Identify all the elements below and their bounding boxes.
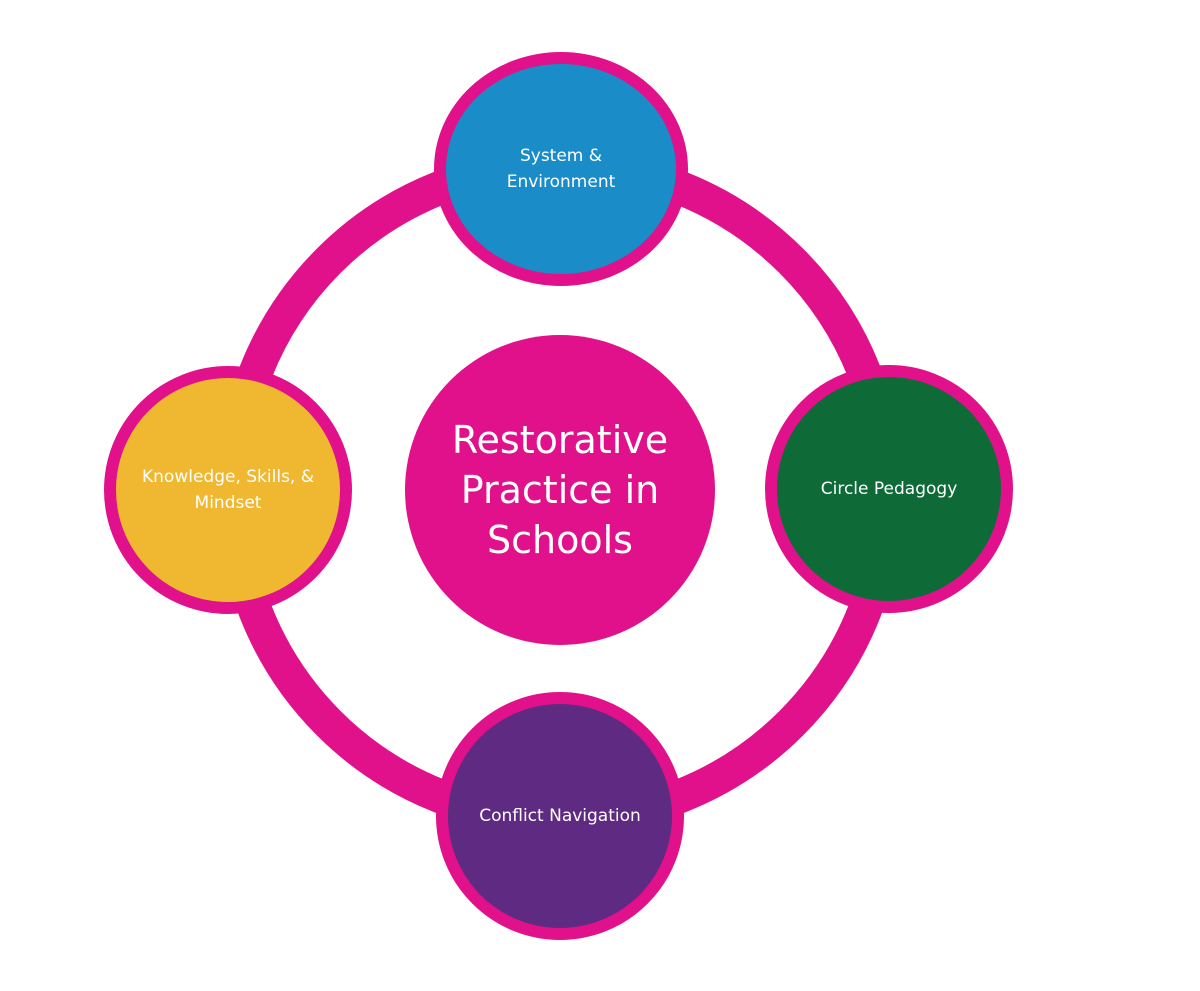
node-knowledge-skills-mindset-label: Knowledge, Skills, & Mindset [142, 466, 314, 513]
center-node: Restorative Practice in Schools [405, 335, 715, 645]
node-knowledge-skills-mindset: Knowledge, Skills, & Mindset [104, 366, 352, 614]
node-conflict-navigation-label: Conflict Navigation [479, 805, 641, 826]
node-circle-pedagogy-label: Circle Pedagogy [820, 478, 958, 499]
node-circle-pedagogy: Circle Pedagogy [765, 365, 1013, 613]
node-conflict-navigation: Conflict Navigation [436, 692, 684, 940]
node-system-environment: System & Environment [434, 52, 688, 286]
node-system-environment-label: System & Environment [506, 145, 616, 192]
center-label: Restorative Practice in Schools [451, 417, 669, 563]
